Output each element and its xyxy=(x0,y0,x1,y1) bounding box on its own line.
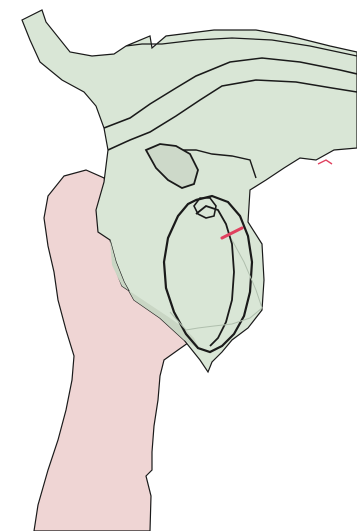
red-edge-tick xyxy=(318,160,332,164)
